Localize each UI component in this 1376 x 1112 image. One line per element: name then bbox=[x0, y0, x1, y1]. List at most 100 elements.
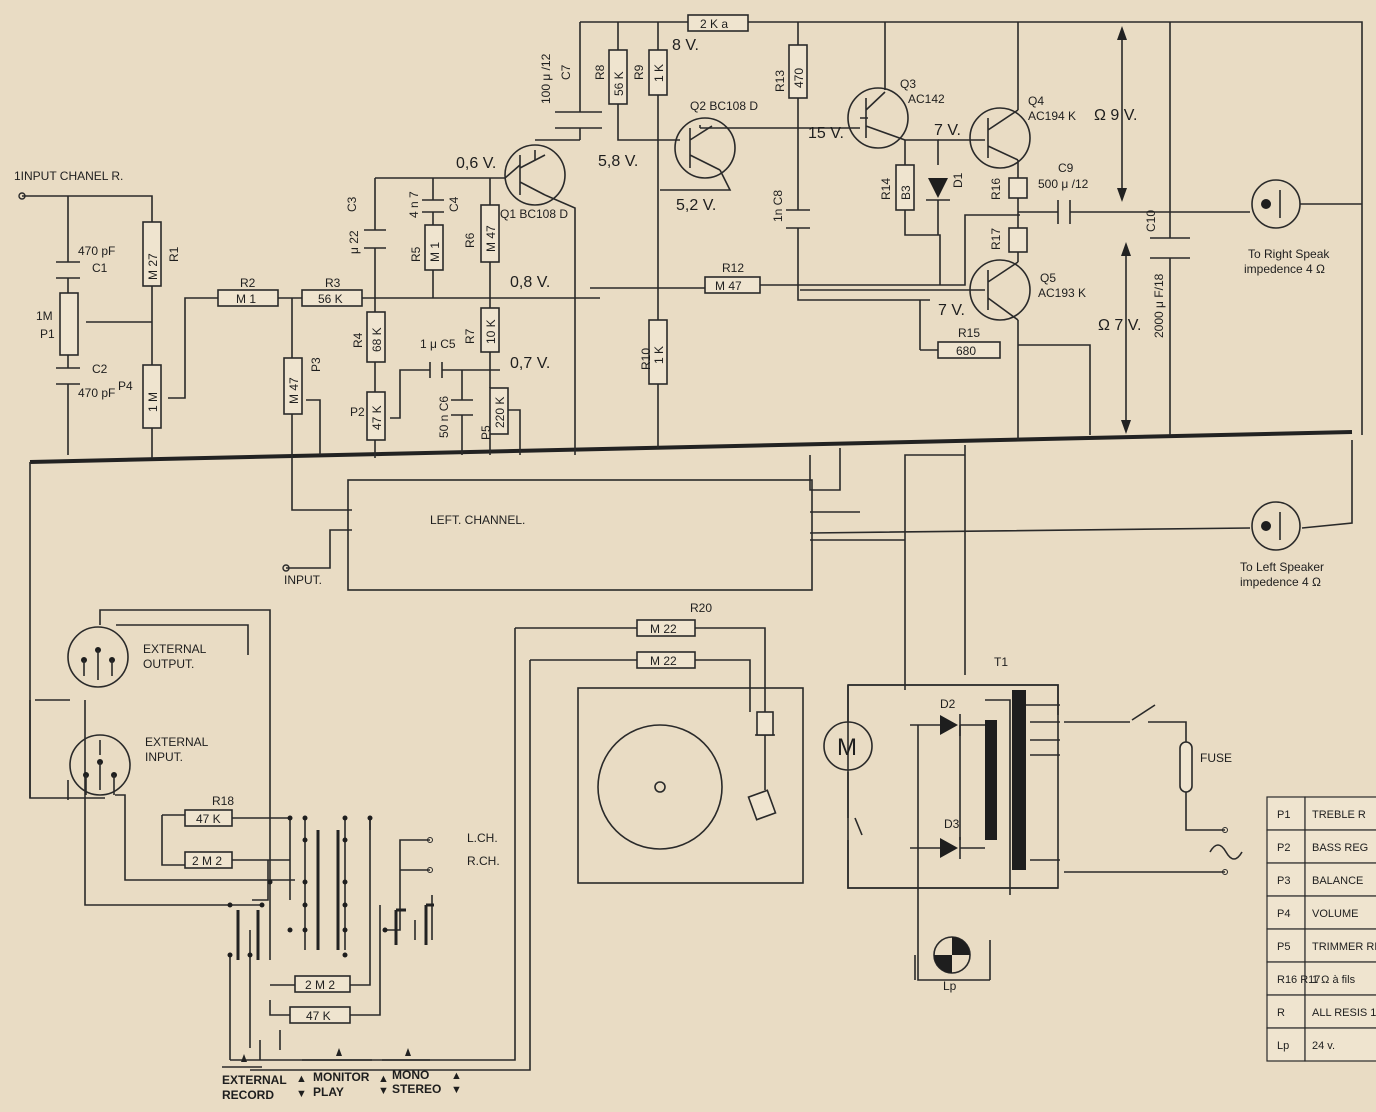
legend-desc-cell bbox=[1304, 1027, 1376, 1062]
switch-labels: EXTERNAL RECORD ▲ ▼ MONITOR PLAY ▲ ▼ MON… bbox=[222, 1048, 462, 1102]
p3-value: M 47 bbox=[287, 377, 301, 404]
p2-value: 47 K bbox=[370, 405, 384, 430]
r10-value: 1 K bbox=[652, 346, 666, 364]
external-input-connector[interactable]: EXTERNAL INPUT. bbox=[69, 734, 209, 796]
resistor-2m2-top bbox=[184, 851, 233, 869]
q5-label: Q5 bbox=[1040, 271, 1056, 285]
transistor-q1 bbox=[504, 144, 566, 206]
p1-value: 1M bbox=[36, 309, 53, 323]
motor-label: M bbox=[837, 734, 857, 761]
d1-label: D1 bbox=[951, 172, 965, 188]
c4-label: C4 bbox=[447, 196, 461, 212]
r15-value: 680 bbox=[956, 344, 976, 358]
c4-value: 4 n 7 bbox=[407, 191, 421, 218]
left-channel-label: LEFT. CHANNEL. bbox=[430, 513, 525, 527]
r4-label: R4 bbox=[351, 332, 365, 348]
voltage-5-2v: 5,2 V. bbox=[676, 197, 716, 214]
voltage-5-8v: 5,8 V. bbox=[598, 153, 638, 170]
lamp bbox=[933, 936, 971, 974]
capacitor-c4 bbox=[422, 199, 444, 213]
turntable-deck bbox=[577, 687, 804, 884]
r18-value: 47 K bbox=[196, 812, 221, 826]
resistor-r9 bbox=[648, 49, 668, 96]
lamp-label: Lp bbox=[943, 979, 957, 993]
r-2m2a-value: 2 M 2 bbox=[192, 854, 222, 868]
ext-output-label-2: OUTPUT. bbox=[143, 657, 194, 671]
resistor-r15 bbox=[937, 341, 1001, 359]
legend-key-cell bbox=[1266, 829, 1306, 864]
left-speaker-impedance: impedence 4 Ω bbox=[1240, 575, 1321, 589]
resistor-r20a bbox=[636, 619, 696, 637]
capacitor-c1 bbox=[56, 261, 80, 279]
p5-label: P5 bbox=[479, 425, 493, 440]
resistor-r16 bbox=[1008, 177, 1028, 199]
speaker-left[interactable]: To Left Speaker impedence 4 Ω bbox=[1240, 501, 1324, 589]
legend-key: P5 bbox=[1277, 941, 1290, 953]
speaker-right[interactable]: To Right Speak impedence 4 Ω bbox=[1244, 179, 1330, 276]
r6-label: R6 bbox=[463, 232, 477, 248]
legend-desc: BASS REG bbox=[1312, 842, 1368, 854]
transistor-q3 bbox=[847, 87, 909, 149]
ext-record-label-2: RECORD bbox=[222, 1088, 274, 1102]
capacitors: 470 pF C1 C2 470 pF 1M P1 μ 22 C3 4 n 7 … bbox=[36, 53, 1190, 438]
resistors: 2 K a M 27 R1 1 M P4 M 1 R2 56 K R3 M 47… bbox=[59, 14, 1028, 1024]
voltage-0-6v: 0,6 V. bbox=[456, 155, 496, 172]
resistor-r14 bbox=[895, 164, 915, 211]
q3-label: Q3 bbox=[900, 77, 916, 91]
legend-desc: 24 v. bbox=[1312, 1040, 1335, 1052]
pot-p4 bbox=[142, 364, 162, 429]
resistor-r2 bbox=[217, 289, 279, 307]
voltage-labels: 8 V. 0,6 V. 5,8 V. 5,2 V. 15 V. 7 V. Ω 9… bbox=[456, 37, 1141, 372]
fuse-label: FUSE bbox=[1200, 751, 1232, 765]
input-terminal[interactable] bbox=[18, 192, 26, 200]
legend-desc-cell bbox=[1304, 829, 1376, 864]
q5-type: AC193 K bbox=[1038, 286, 1086, 300]
capacitor-c2 bbox=[56, 367, 80, 385]
c2-value: 470 pF bbox=[78, 386, 115, 400]
r20a-value: M 22 bbox=[650, 622, 677, 636]
voltage-15v: 15 V. bbox=[808, 125, 844, 142]
mains-terminal-2[interactable] bbox=[1222, 869, 1228, 875]
c9-label: C9 bbox=[1058, 161, 1074, 175]
legend-key-cell bbox=[1266, 796, 1306, 831]
rch-label: R.CH. bbox=[467, 854, 500, 868]
c3-label: C3 bbox=[345, 196, 359, 212]
left-input-terminal[interactable] bbox=[282, 564, 290, 572]
resistor-r4 bbox=[366, 311, 386, 363]
voltage-8v: 8 V. bbox=[672, 37, 699, 54]
r9-value: 1 K bbox=[652, 64, 666, 82]
t1-label: T1 bbox=[994, 655, 1008, 669]
svg-text:▼: ▼ bbox=[296, 1088, 307, 1100]
ext-input-label-1: EXTERNAL bbox=[145, 735, 209, 749]
resistor-47k-bottom bbox=[289, 1006, 351, 1024]
transistors: Q1 BC108 D Q2 BC108 D Q3 AC142 Q4 AC194 … bbox=[500, 77, 1086, 321]
q4-type: AC194 K bbox=[1028, 109, 1076, 123]
diode-d1: D1 bbox=[926, 172, 965, 201]
r7-label: R7 bbox=[463, 328, 477, 344]
legend-key: Lp bbox=[1277, 1040, 1289, 1052]
left-speaker-label: To Left Speaker bbox=[1240, 560, 1324, 574]
r4-value: 68 K bbox=[370, 327, 384, 352]
transformer-core bbox=[1012, 690, 1026, 870]
external-output-connector[interactable]: EXTERNAL OUTPUT. bbox=[67, 626, 207, 688]
q1-label: Q1 BC108 D bbox=[500, 207, 568, 221]
tonearm-cartridge bbox=[747, 789, 777, 821]
capacitor-c8 bbox=[786, 209, 810, 229]
resistor-r12 bbox=[704, 276, 761, 294]
legend-key: P4 bbox=[1277, 908, 1290, 920]
pot-p3 bbox=[283, 357, 303, 415]
right-speaker-impedance: impedence 4 Ω bbox=[1244, 262, 1325, 276]
legend-desc: BALANCE bbox=[1312, 875, 1363, 887]
switch-block[interactable]: L.CH. R.CH. bbox=[227, 815, 500, 961]
mains-terminal-1[interactable] bbox=[1222, 827, 1228, 833]
legend-desc-cell bbox=[1304, 895, 1376, 930]
c1-value: 470 pF bbox=[78, 244, 115, 258]
c3-value: μ 22 bbox=[347, 230, 361, 254]
p2-label: P2 bbox=[350, 405, 365, 419]
resistor-r6 bbox=[480, 204, 500, 263]
legend-key: R bbox=[1277, 1007, 1285, 1019]
pot-p5 bbox=[489, 387, 509, 435]
capacitor-c10 bbox=[1150, 237, 1190, 259]
r8-value: 56 K bbox=[612, 71, 626, 96]
